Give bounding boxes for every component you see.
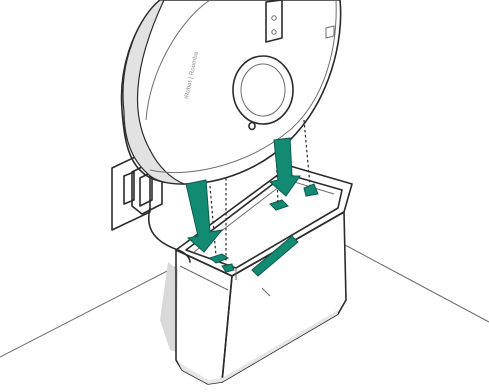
evacuation-port — [252, 236, 298, 276]
placement-arrows — [186, 138, 300, 252]
robot-center-button — [233, 56, 293, 124]
left-down-arrow — [186, 180, 222, 252]
room-corner-lines — [0, 245, 489, 357]
robot-brand-text: iRobot | Roomba — [184, 51, 200, 100]
dock-base — [160, 166, 352, 384]
